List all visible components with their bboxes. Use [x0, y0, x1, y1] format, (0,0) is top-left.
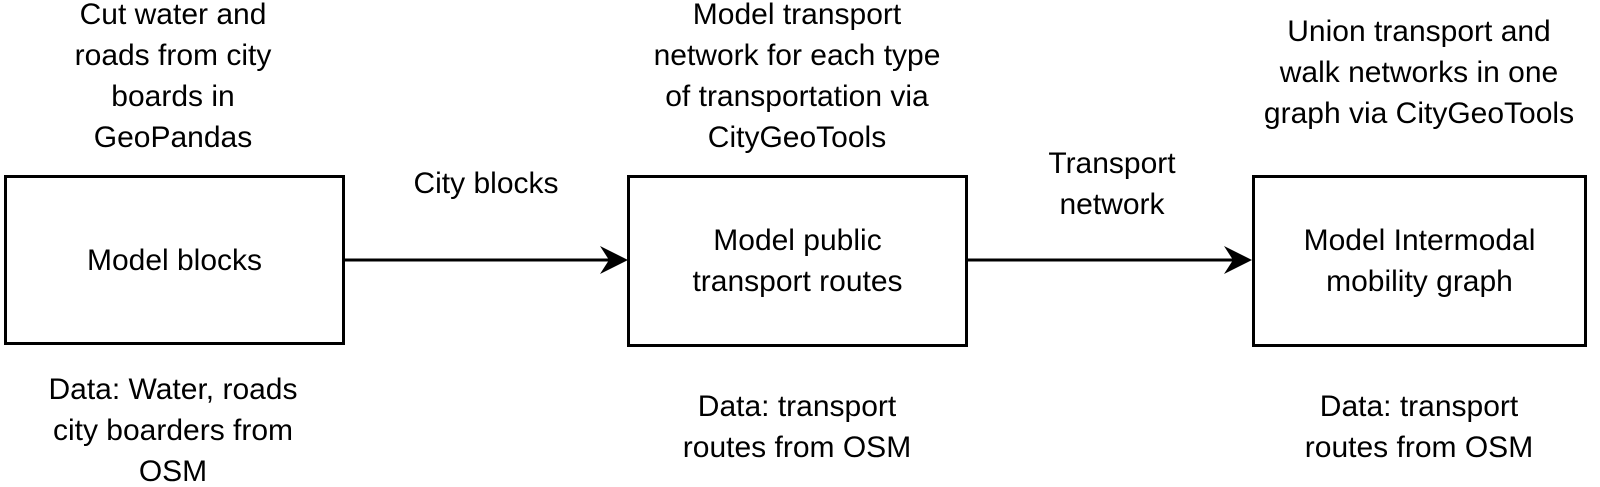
edge2-label: Transport network [1048, 147, 1176, 221]
node-label: Model Intermodal mobility graph [1303, 224, 1536, 298]
arrowhead-icon [600, 246, 628, 274]
node2-note-above: Model transport network for each type of… [653, 0, 941, 154]
node-model-intermodal-mobility-graph: Model Intermodal mobility graph [1252, 175, 1587, 347]
node2-note-below: Data: transport routes from OSM [682, 390, 912, 464]
node1-note-above: Cut water and roads from city boards in … [74, 0, 272, 154]
node1-note-below: Data: Water, roads city boarders from OS… [48, 373, 298, 487]
arrowhead-icon [1224, 246, 1252, 274]
node-model-blocks: Model blocks [4, 175, 345, 345]
node3-note-below: Data: transport routes from OSM [1304, 390, 1534, 464]
edge1-label: City blocks [413, 167, 559, 200]
node-label: Model blocks [86, 243, 263, 277]
node-label: Model public transport routes [692, 224, 903, 298]
node3-note-above: Union transport and walk networks in one… [1263, 15, 1575, 130]
node-model-public-transport-routes: Model public transport routes [627, 175, 968, 347]
